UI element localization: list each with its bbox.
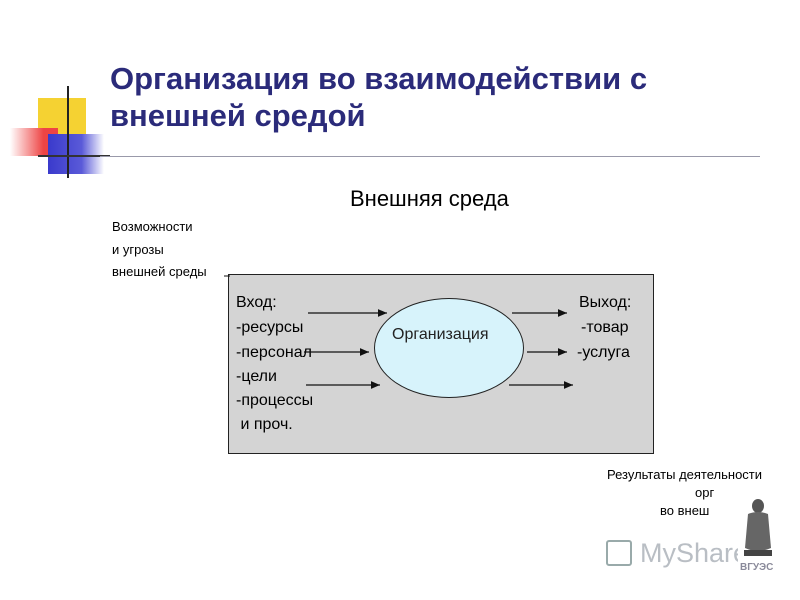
page-title: Организация во взаимодействии с внешней … <box>110 61 648 133</box>
results-line-1: Результаты деятельности <box>607 467 763 482</box>
input-line-4: -цели <box>236 368 277 385</box>
input-line-1: Вход: <box>236 294 277 311</box>
title-underline <box>100 156 760 157</box>
organization-label: Организация <box>392 326 489 343</box>
threats-line-1: Возможности <box>112 219 193 234</box>
results-line-3: во внеш <box>660 503 710 518</box>
university-seal-icon <box>738 496 778 570</box>
results-line-2: орг <box>695 485 715 500</box>
decor-horizontal-line <box>38 155 110 157</box>
threats-line-3: внешней среды <box>112 264 207 279</box>
input-line-6: и проч. <box>236 416 293 433</box>
decor-blue-square <box>48 134 104 174</box>
output-line-1: Выход: <box>579 294 632 311</box>
decor-vertical-line <box>67 86 69 178</box>
input-line-3: -персонал <box>236 344 312 361</box>
threats-line-2: и угрозы <box>112 242 164 257</box>
input-line-5: -процессы <box>236 392 314 409</box>
myshared-logo-icon <box>606 540 632 566</box>
output-line-2: -товар <box>581 319 629 336</box>
output-line-3: -услуга <box>577 344 630 361</box>
input-line-2: -ресурсы <box>236 319 304 336</box>
organization-ellipse <box>374 298 524 398</box>
external-environment-top: Внешняя среда <box>350 186 509 211</box>
seal-text: ВГУЭС <box>740 562 774 573</box>
